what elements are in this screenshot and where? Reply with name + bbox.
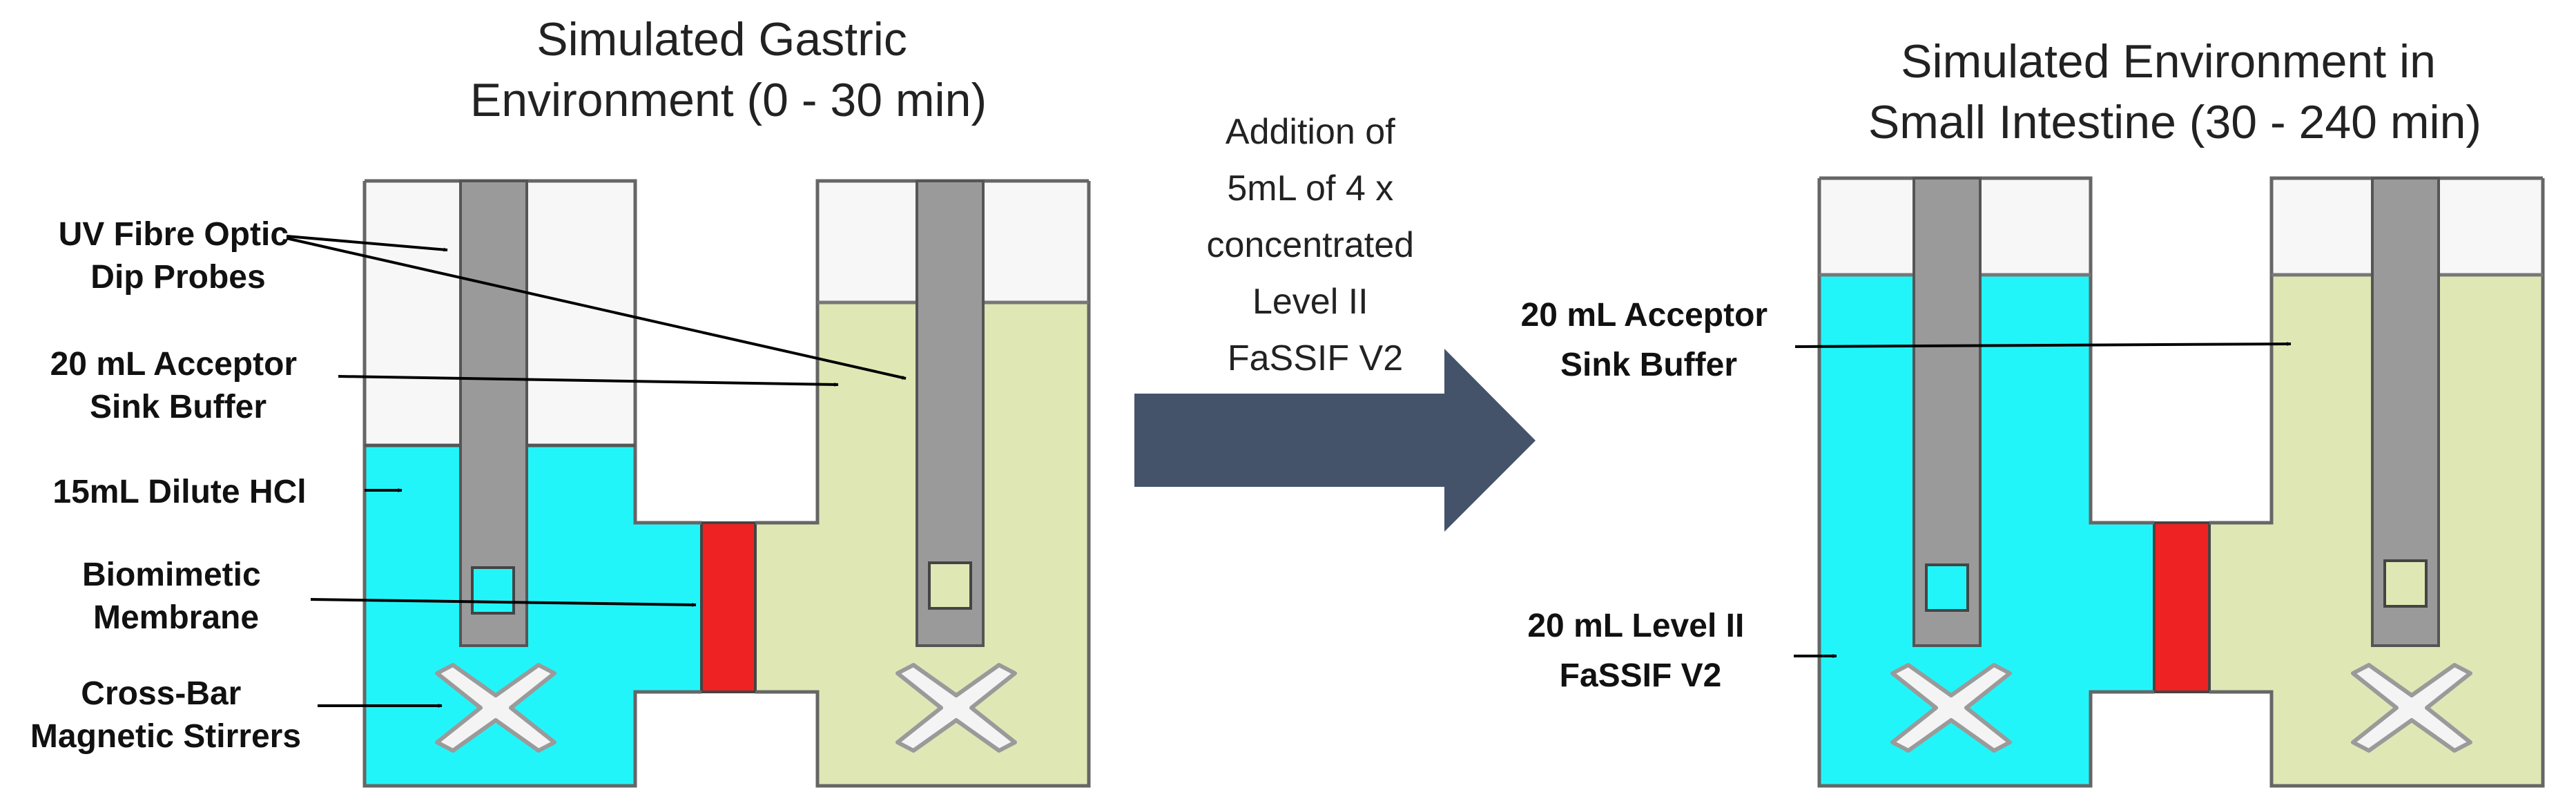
probe-window-acceptor (928, 561, 972, 610)
label-acceptor-line-1: 20 mL Acceptor (50, 346, 297, 383)
title-intestine-line-1: Simulated Environment in (1901, 35, 2436, 88)
transition-line-3: concentrated (1206, 225, 1414, 265)
label-fassif-line-1: 20 mL Level II (1527, 608, 1744, 644)
leader-probe-donor (286, 235, 448, 252)
stirrer-acceptor-2 (2351, 663, 2472, 753)
membrane-2 (2153, 521, 2211, 693)
stirrer-acceptor (895, 663, 1017, 753)
label-acceptor-buffer: 20 mL Acceptor Sink Buffer (50, 346, 307, 425)
leader-membrane (310, 598, 697, 607)
label-hcl-line-1: 15mL Dilute HCl (52, 474, 306, 510)
label-probes-line-2: Dip Probes (90, 259, 265, 296)
label-acceptor-2-line-1: 20 mL Acceptor (1521, 297, 1768, 334)
label-stirrers: Cross-Bar Magnetic Stirrers (30, 675, 301, 755)
probe-window-acceptor-2 (2383, 559, 2428, 608)
title-gastric: Simulated Gastric Environment (0 - 30 mi… (470, 13, 987, 126)
transition-arrow (1134, 349, 1536, 532)
membrane (700, 521, 757, 693)
label-stirrers-line-1: Cross-Bar (81, 675, 241, 712)
apparatus-intestine (1817, 176, 2545, 788)
transition-line-4: Level II (1252, 282, 1368, 322)
transition-note: Addition of 5mL of 4 x concentrated Leve… (1206, 112, 1424, 378)
leader-acceptor-buffer-2 (1794, 342, 2292, 348)
leader-probe-acceptor (286, 237, 907, 380)
title-gastric-line-1: Simulated Gastric (536, 13, 907, 66)
leader-acceptor-buffer (338, 375, 839, 387)
label-membrane-line-1: Biomimetic (82, 557, 261, 593)
label-probes: UV Fibre Optic Dip Probes (59, 216, 298, 296)
stirrer-donor-2 (1890, 663, 2012, 753)
probe-window-donor (471, 566, 515, 615)
transition-line-1: Addition of (1226, 112, 1395, 152)
label-fassif: 20 mL Level II FaSSIF V2 (1527, 608, 1753, 694)
transition-line-5: FaSSIF V2 (1228, 338, 1403, 378)
label-membrane: Biomimetic Membrane (82, 557, 270, 636)
title-intestine: Simulated Environment in Small Intestine… (1868, 35, 2481, 148)
label-hcl: 15mL Dilute HCl (52, 474, 306, 510)
label-membrane-line-2: Membrane (93, 599, 259, 636)
label-acceptor-line-2: Sink Buffer (90, 389, 267, 425)
label-stirrers-line-2: Magnetic Stirrers (30, 718, 301, 755)
donor-fluid-2 (1819, 275, 2154, 786)
label-fassif-line-2: FaSSIF V2 (1560, 657, 1722, 694)
label-acceptor-buffer-2: 20 mL Acceptor Sink Buffer (1521, 297, 1777, 383)
apparatus-gastric (362, 179, 1091, 788)
stirrer-donor (435, 663, 556, 753)
title-gastric-line-2: Environment (0 - 30 min) (470, 74, 987, 126)
label-probes-line-1: UV Fibre Optic (59, 216, 289, 253)
transition-line-2: 5mL of 4 x (1227, 168, 1393, 209)
label-acceptor-2-line-2: Sink Buffer (1560, 347, 1737, 383)
probe-window-donor-2 (1925, 563, 1969, 612)
donor-fluid (365, 445, 701, 786)
title-intestine-line-2: Small Intestine (30 - 240 min) (1868, 96, 2481, 148)
